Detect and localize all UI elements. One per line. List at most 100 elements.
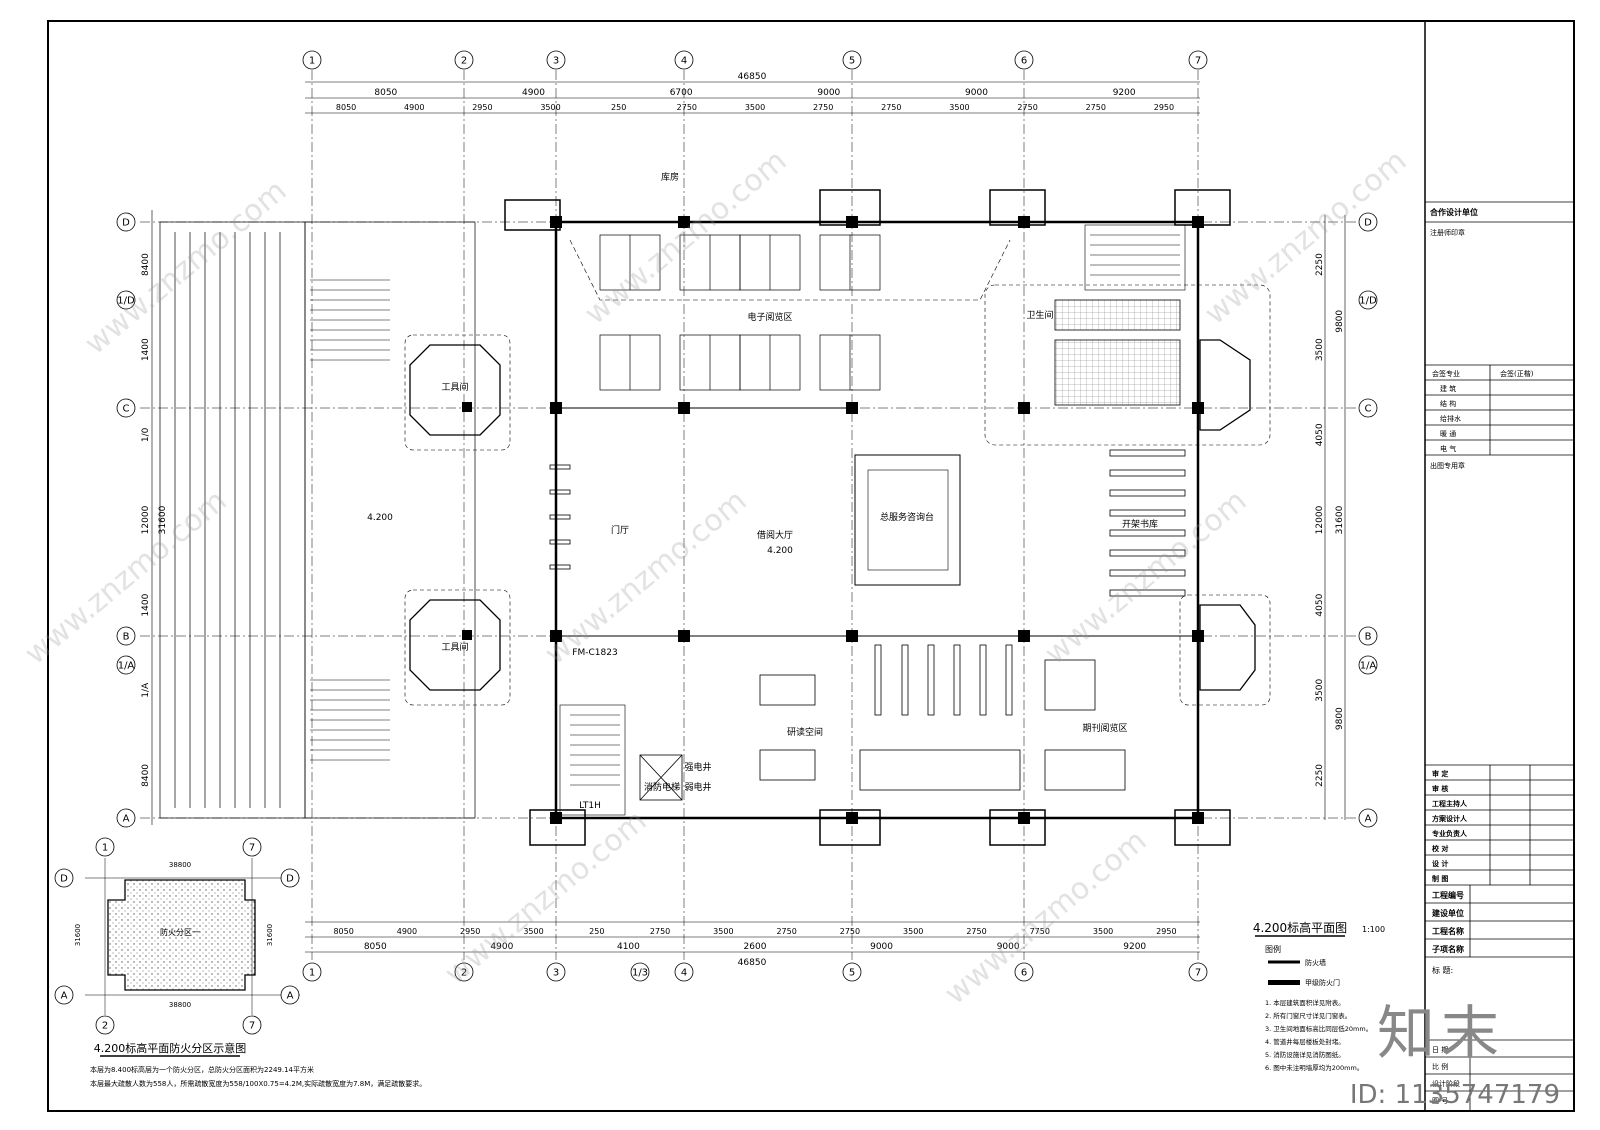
legend-note-4: 5. 消防设施详见消防图纸。 <box>1265 1050 1345 1059</box>
label-service-desk: 总服务咨询台 <box>880 511 934 523</box>
grid-row-left-C-label: C <box>123 404 130 415</box>
tb-project-row-2: 工程名称 <box>1432 926 1464 936</box>
fire-zones-dashed <box>404 284 1271 706</box>
tb-role-5: 校 对 <box>1432 844 1448 853</box>
reading-desks <box>599 234 881 391</box>
tb-output-stamp: 出图专用章 <box>1430 461 1465 470</box>
tb-role-7: 制 图 <box>1432 874 1448 883</box>
top-dim-1-3: 9000 <box>817 88 840 98</box>
fire-col-bottom-7: 7 <box>242 1015 262 1035</box>
bot-dim-2-5: 9000 <box>997 942 1020 952</box>
top-dim-2-9: 3500 <box>949 103 969 112</box>
grid-row-right-1-A: 1/A <box>1358 655 1378 675</box>
grid-col-top-1-label: 1 <box>309 56 315 67</box>
fire-diagram-title: 4.200标高平面防火分区示意图 <box>94 1041 247 1055</box>
tb-bottom-row-0: 日 期 <box>1432 1046 1448 1054</box>
grid-col-top-3-label: 3 <box>553 56 559 67</box>
bot-dim-2-2: 4100 <box>617 942 640 952</box>
fire-dim-h-bottom: 38800 <box>169 1001 191 1009</box>
grid-row-right-A-label: A <box>1365 814 1372 825</box>
top-dim-2-0: 8050 <box>336 103 356 112</box>
top-dim-2-12: 2950 <box>1154 103 1174 112</box>
top-dim-2-4: 250 <box>611 103 626 112</box>
bot-dim-1-12: 3500 <box>1093 927 1113 936</box>
right-dim-5: 3500 <box>1315 679 1325 702</box>
fire-dim-v-left: 31600 <box>74 924 82 946</box>
grid-col-bottom-3: 3 <box>546 962 566 982</box>
tb-sign-header-2: 会签(正楷) <box>1500 369 1534 378</box>
left-dim-3: 12000 <box>141 505 151 534</box>
fire-zone-label: 防火分区一 <box>160 927 200 937</box>
grid-col-bottom-6-label: 6 <box>1021 968 1027 979</box>
terrace-steps-top <box>310 279 390 761</box>
label-periodical: 期刊阅览区 <box>1082 722 1127 734</box>
tb-role-3: 方案设计人 <box>1432 814 1468 823</box>
top-dim-1-4: 9000 <box>965 88 988 98</box>
tb-sign-header-1: 会签专业 <box>1432 369 1460 378</box>
top-dim-1-2: 6700 <box>670 88 693 98</box>
bot-dim-1-13: 2950 <box>1156 927 1176 936</box>
grid-row-left-A-label: A <box>123 814 130 825</box>
grid-col-bottom-5: 5 <box>842 962 862 982</box>
fire-row-left-A-label: A <box>61 991 68 1002</box>
stair-southwest <box>559 704 626 816</box>
legend-note-5: 6. 图中未注明墙厚均为200mm。 <box>1265 1063 1363 1072</box>
grid-col-bottom-1: 1 <box>302 962 322 982</box>
legend-title: 图例 <box>1265 944 1281 954</box>
left-dim-2: 1/0 <box>141 427 151 442</box>
label-tool-room-1: 工具间 <box>441 381 468 393</box>
fire-note-1: 本层为8.400标高层为一个防火分区，总防火分区面积为2249.14平方米 <box>90 1065 314 1074</box>
legend-note-1: 2. 所有门窗尺寸详见门窗表。 <box>1265 1011 1351 1020</box>
bottom-overall-dim: 46850 <box>738 958 767 968</box>
legend-notes: 1. 本层建筑面积详见附表。2. 所有门窗尺寸详见门窗表。3. 卫生间地面标高比… <box>1265 998 1372 1072</box>
tb-bottom-row-1: 比 例 <box>1432 1062 1448 1071</box>
bot-dim-1-5: 2750 <box>650 927 670 936</box>
tb-project-row-1: 建设单位 <box>1431 908 1464 918</box>
grid-row-right-A: A <box>1358 808 1378 828</box>
dimension-lines <box>151 81 1346 953</box>
top-dim-2-2: 2950 <box>472 103 492 112</box>
room-labels: 电子阅览区 借阅大厅 门厅 总服务咨询台 开架书库 期刊阅览区 研读空间 工具间… <box>367 171 1158 811</box>
top-dim-text: 46850 <box>738 72 767 82</box>
grid-row-right-B-label: B <box>1365 632 1372 643</box>
fire-row-right-D-label: D <box>286 874 294 885</box>
fire-row-right-A: A <box>280 985 300 1005</box>
label-open-stack: 开架书库 <box>1122 518 1158 530</box>
grid-row-right-D-label: D <box>1364 218 1372 229</box>
title-block-grid <box>1425 201 1574 1111</box>
fire-row-left-D-label: D <box>60 874 68 885</box>
grid-row-left-B-label: B <box>123 632 130 643</box>
grid-row-left-1-A-label: 1/A <box>118 661 135 672</box>
fire-row-right-D: D <box>280 868 300 888</box>
left-dim-0: 8400 <box>141 253 151 276</box>
grid-col-top-4-label: 4 <box>681 56 687 67</box>
grid-col-bottom-5-label: 5 <box>849 968 855 979</box>
label-tool-room-2: 工具间 <box>441 641 468 653</box>
bot-dim-2-0: 8050 <box>364 942 387 952</box>
bot-dim-1-0: 8050 <box>333 927 353 936</box>
plan-scale: 1:100 <box>1362 925 1385 934</box>
top-dim-2-11: 2750 <box>1086 103 1106 112</box>
bot-dim-1-7: 2750 <box>776 927 796 936</box>
toilet-tiles <box>1054 339 1181 406</box>
grid-row-left-D: D <box>116 212 136 232</box>
grid-row-left-1-A: 1/A <box>116 655 136 675</box>
right-dim-3: 12000 <box>1315 505 1325 534</box>
left-dim-1: 1400 <box>141 338 151 361</box>
fire-row-left-D: D <box>54 868 74 888</box>
grid-col-bottom-1-3: 1/3 <box>630 962 650 982</box>
study-tables <box>759 659 1126 791</box>
service-desk <box>854 454 961 586</box>
grid-row-left-A: A <box>116 808 136 828</box>
right-dim-1: 3500 <box>1315 338 1325 361</box>
left-dim-5: 1/A <box>141 682 151 698</box>
grid-row-right-1-A-label: 1/A <box>1360 661 1377 672</box>
left-dim-6: 8400 <box>141 764 151 787</box>
